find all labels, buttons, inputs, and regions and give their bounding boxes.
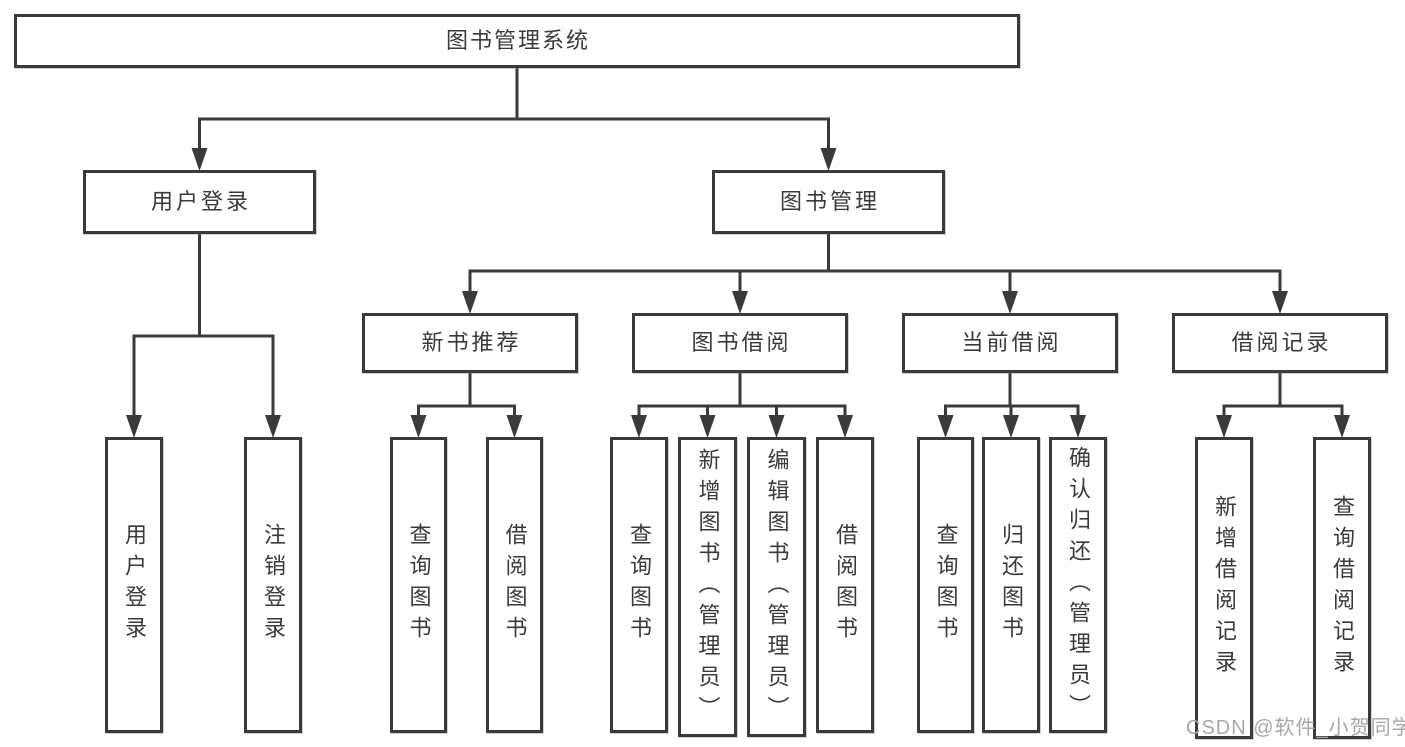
arrow-down-icon — [265, 415, 281, 438]
connector-newbook-to-leaves — [417, 373, 516, 417]
node-label: 确认归还（管理员） — [1066, 445, 1091, 725]
node-book-borrow: 图书借阅 — [632, 313, 848, 373]
connector-root-to-level2 — [198, 68, 830, 150]
node-label: 当前借阅 — [961, 330, 1062, 355]
arrow-down-icon — [462, 291, 478, 314]
arrow-down-icon — [410, 415, 427, 438]
leaf-add-book-admin: 新增图书（管理员） — [678, 437, 737, 737]
arrow-down-icon — [191, 148, 208, 171]
node-label: 借阅图书 — [502, 523, 528, 647]
connector-userlogin-to-leaves — [132, 234, 275, 417]
node-label: 用户登录 — [122, 523, 147, 647]
arrow-down-icon — [1216, 415, 1232, 438]
node-current-borrow: 当前借阅 — [902, 313, 1118, 373]
node-label: 注销登录 — [261, 523, 286, 647]
arrowheads — [126, 148, 1350, 438]
node-label: 查询借阅记录 — [1330, 495, 1355, 681]
arrow-down-icon — [1003, 415, 1019, 438]
arrow-down-icon — [1334, 415, 1350, 438]
leaf-query-books-current: 查询图书 — [917, 437, 974, 733]
node-borrow-records: 借阅记录 — [1172, 313, 1388, 373]
node-root-system: 图书管理系统 — [14, 14, 1020, 68]
node-label: 图书管理系统 — [445, 28, 590, 53]
arrow-down-icon — [631, 415, 647, 438]
node-book-management: 图书管理 — [712, 170, 945, 234]
connector-records-to-leaves — [1222, 373, 1344, 417]
node-new-book-recommend: 新书推荐 — [362, 313, 578, 373]
arrow-down-icon — [699, 415, 716, 438]
arrow-down-icon — [837, 415, 853, 438]
node-label: 用户登录 — [150, 189, 251, 214]
node-label: 借阅图书 — [833, 523, 858, 647]
csdn-watermark: CSDN @软件_小贺同学 — [1186, 717, 1405, 739]
node-user-login: 用户登录 — [83, 170, 316, 234]
connector-currentborrow-to-leaves — [944, 373, 1080, 417]
arrow-down-icon — [768, 415, 785, 438]
leaf-add-borrow-record: 新增借阅记录 — [1195, 437, 1253, 739]
arrow-down-icon — [732, 291, 748, 314]
arrow-down-icon — [126, 415, 142, 438]
node-label: 新增借阅记录 — [1212, 495, 1237, 681]
node-label: 借阅记录 — [1231, 330, 1332, 355]
connector-bookmgmt-to-level3 — [468, 234, 1282, 293]
leaf-borrow-books: 借阅图书 — [816, 437, 874, 733]
leaf-logout: 注销登录 — [244, 437, 302, 733]
leaf-return-books: 归还图书 — [982, 437, 1040, 733]
arrow-down-icon — [820, 148, 837, 171]
leaf-confirm-return-admin: 确认归还（管理员） — [1049, 437, 1107, 733]
leaf-user-login: 用户登录 — [105, 437, 163, 733]
node-label: 图书管理 — [779, 189, 880, 214]
arrow-down-icon — [1272, 291, 1288, 314]
node-label: 归还图书 — [999, 523, 1024, 647]
arrow-down-icon — [506, 415, 523, 438]
node-label: 新书推荐 — [421, 330, 522, 355]
node-label: 编辑图书（管理员） — [764, 447, 790, 727]
node-label: 新增图书（管理员） — [695, 447, 721, 727]
node-label: 图书借阅 — [691, 330, 792, 355]
leaf-query-borrow-record: 查询借阅记录 — [1313, 437, 1371, 739]
leaf-query-books-recommend: 查询图书 — [390, 437, 447, 733]
node-label: 查询图书 — [406, 523, 432, 647]
node-label: 查询图书 — [627, 523, 652, 647]
arrow-down-icon — [1070, 415, 1086, 438]
arrow-down-icon — [937, 415, 954, 438]
node-label: 查询图书 — [933, 523, 959, 647]
leaf-borrow-books-recommend: 借阅图书 — [486, 437, 543, 733]
connector-bookborrow-to-leaves — [637, 373, 847, 417]
arrow-down-icon — [1002, 291, 1018, 314]
leaf-edit-book-admin: 编辑图书（管理员） — [747, 437, 806, 737]
leaf-query-books-borrow: 查询图书 — [610, 437, 668, 733]
